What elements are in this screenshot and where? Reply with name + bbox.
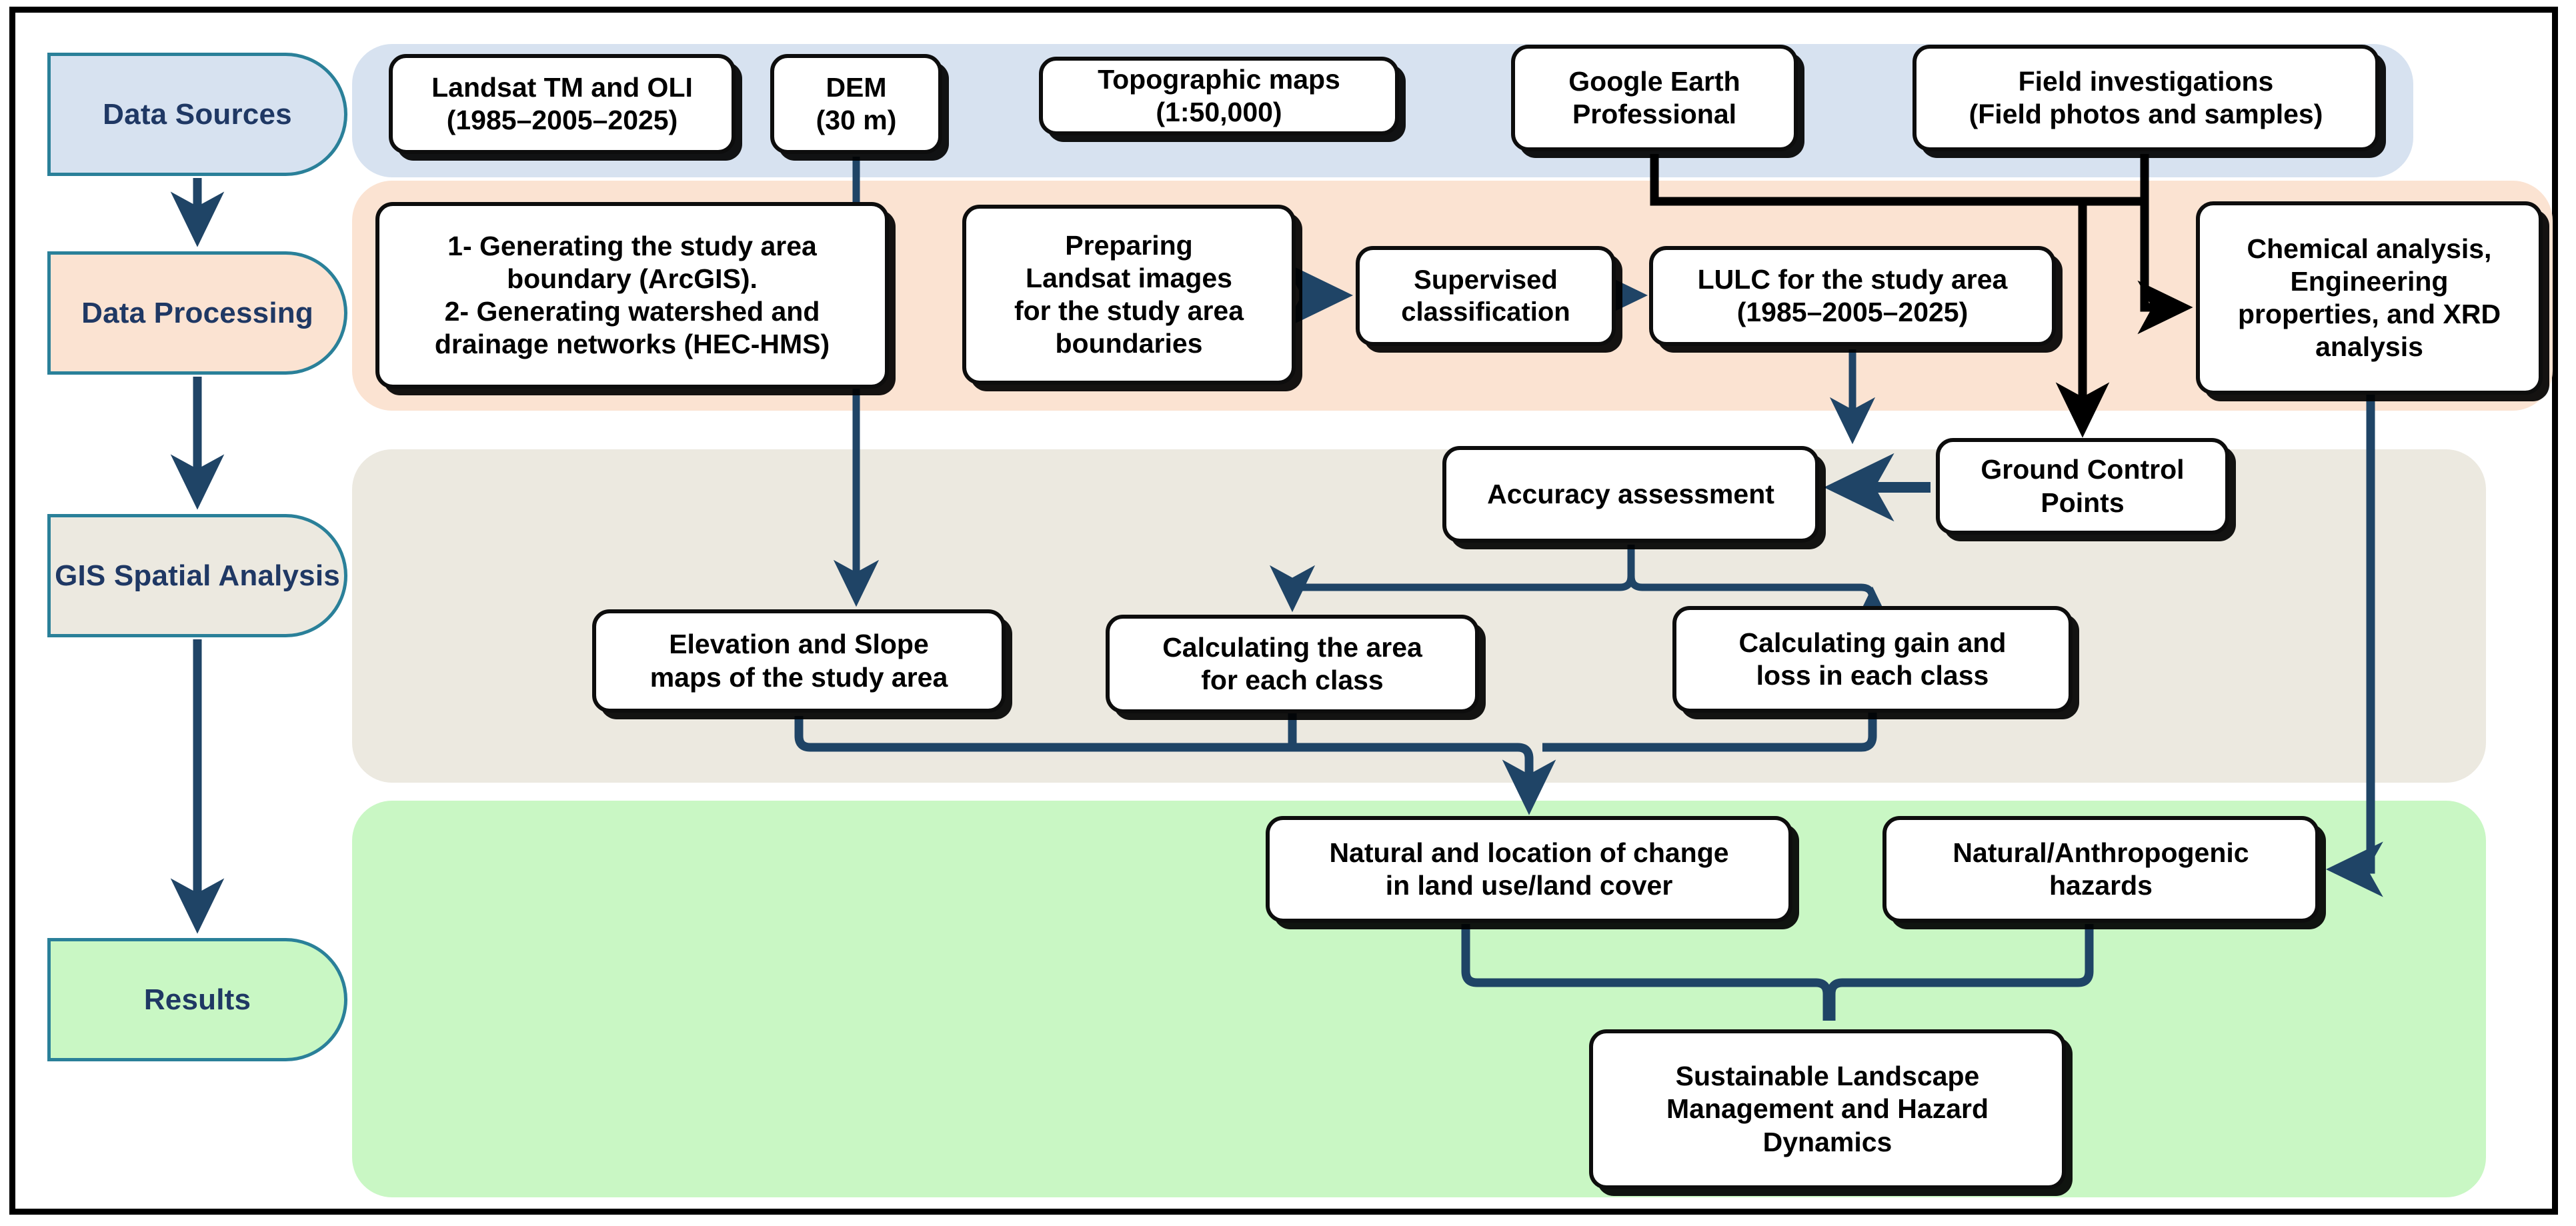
- node-google-earth-professional[interactable]: Google Earth Professional: [1511, 45, 1798, 151]
- node-sustainable-landscape-management[interactable]: Sustainable Landscape Management and Haz…: [1589, 1029, 2066, 1189]
- node-elevation-slope-maps[interactable]: Elevation and Slope maps of the study ar…: [592, 609, 1006, 713]
- figure-frame: Data Sources Data Processing GIS Spatial…: [9, 7, 2558, 1215]
- stage-pill-results[interactable]: Results: [47, 938, 347, 1061]
- node-preparing-landsat-images[interactable]: Preparing Landsat images for the study a…: [962, 205, 1296, 385]
- node-supervised-classification[interactable]: Supervised classification: [1356, 246, 1616, 346]
- stage-pill-data-sources[interactable]: Data Sources: [47, 53, 347, 176]
- node-calculating-gain-loss[interactable]: Calculating gain and loss in each class: [1672, 606, 2073, 713]
- stage-pill-data-processing[interactable]: Data Processing: [47, 251, 347, 375]
- node-landsat-imagery[interactable]: Landsat TM and OLI (1985–2005–2025): [389, 54, 736, 154]
- node-lulc-study-area[interactable]: LULC for the study area (1985–2005–2025): [1649, 246, 2056, 346]
- node-natural-anthropogenic-hazards[interactable]: Natural/Anthropogenic hazards: [1882, 816, 2319, 923]
- node-field-investigations[interactable]: Field investigations (Field photos and s…: [1912, 45, 2379, 151]
- node-nature-location-of-change[interactable]: Natural and location of change in land u…: [1266, 816, 1792, 923]
- node-calculating-area-each-class[interactable]: Calculating the area for each class: [1106, 615, 1479, 713]
- stage-pill-gis-analysis[interactable]: GIS Spatial Analysis: [47, 514, 347, 637]
- node-accuracy-assessment[interactable]: Accuracy assessment: [1442, 446, 1819, 543]
- node-generating-boundary-watershed[interactable]: 1- Generating the study area boundary (A…: [375, 202, 889, 389]
- node-dem[interactable]: DEM (30 m): [770, 54, 942, 154]
- node-chemical-engineering-xrd-analysis[interactable]: Chemical analysis, Engineering propertie…: [2196, 201, 2543, 395]
- node-topographic-maps[interactable]: Topographic maps (1:50,000): [1039, 57, 1399, 135]
- node-ground-control-points[interactable]: Ground Control Points: [1936, 438, 2229, 535]
